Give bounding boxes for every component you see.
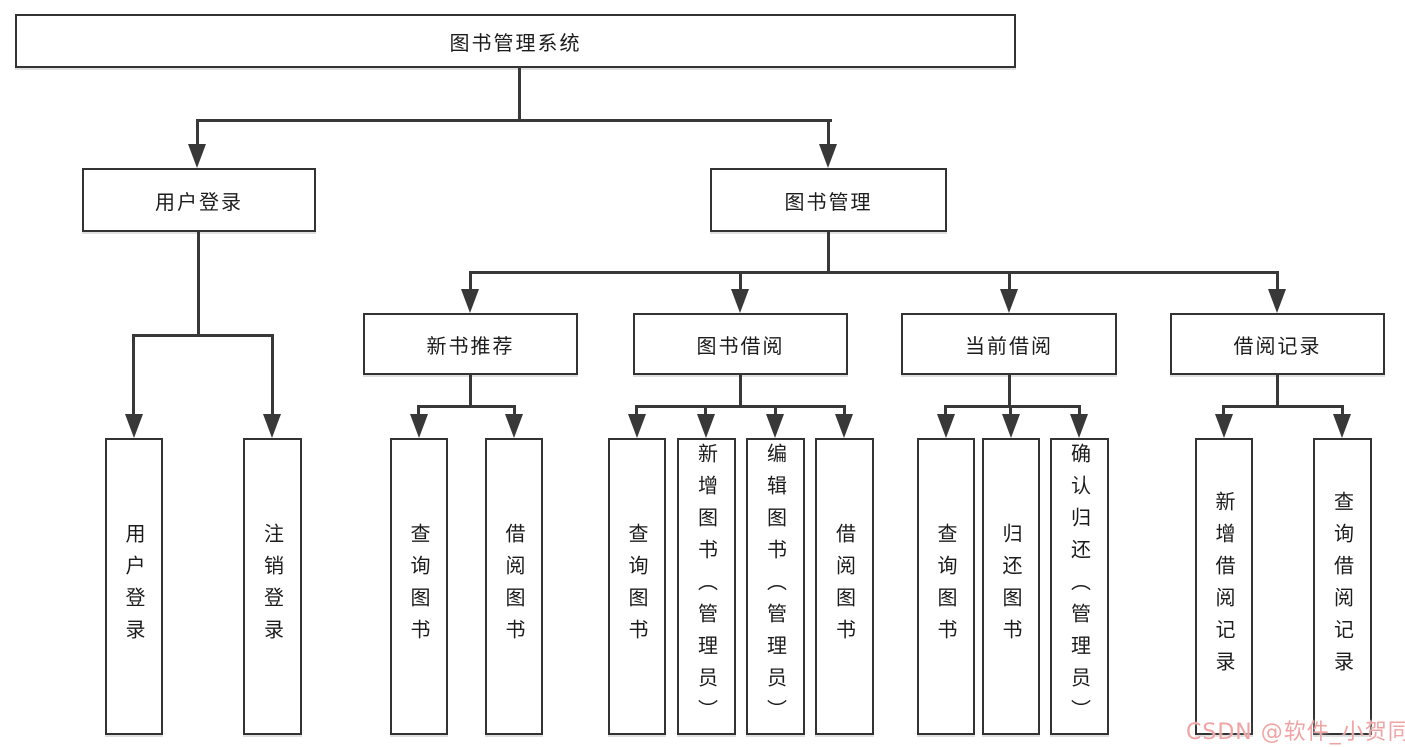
connector-current-stem xyxy=(1008,375,1011,408)
arrowhead-br-leaf4-icon xyxy=(835,414,853,438)
arrowhead-ul-leaf2-icon xyxy=(263,414,281,438)
arrowhead-nb-leaf2-icon xyxy=(505,414,523,438)
node-new-book-recommend: 新书推荐 xyxy=(363,313,578,375)
leaf-nb-borrow-books-label: 借阅图书 xyxy=(502,522,526,651)
connector-re-leaf1-drop xyxy=(1222,405,1225,418)
node-root-label: 图书管理系统 xyxy=(449,30,582,55)
leaf-cu-confirm-return-admin: 确认归还（管理员） xyxy=(1050,438,1109,735)
connector-records-stem xyxy=(1276,375,1279,408)
node-borrow-records-label: 借阅记录 xyxy=(1233,333,1322,358)
arrowhead-br-leaf1-icon xyxy=(628,414,646,438)
connector-re-leaf2-drop xyxy=(1341,405,1344,418)
leaf-br-edit-books-admin: 编辑图书（管理员） xyxy=(746,438,805,735)
connector-borrow-rail xyxy=(635,405,846,408)
leaf-br-borrow-books: 借阅图书 xyxy=(815,438,874,735)
connector-level3-rail xyxy=(469,271,1279,274)
leaf-re-query-record: 查询借阅记录 xyxy=(1313,438,1372,735)
connector-borrow-drop xyxy=(739,271,742,291)
arrowhead-cu-leaf3-icon xyxy=(1070,414,1088,438)
connector-userlogin-stem xyxy=(197,232,200,336)
arrowhead-ul-leaf1-icon xyxy=(125,414,143,438)
leaf-re-query-record-label: 查询借阅记录 xyxy=(1330,490,1355,683)
node-borrow-records: 借阅记录 xyxy=(1170,313,1385,375)
leaf-br-borrow-books-label: 借阅图书 xyxy=(832,522,857,651)
leaf-br-query-books-label: 查询图书 xyxy=(625,522,649,651)
arrowhead-cu-leaf2-icon xyxy=(1002,414,1020,438)
arrowhead-cu-leaf1-icon xyxy=(937,414,955,438)
leaf-re-add-record-label: 新增借阅记录 xyxy=(1212,490,1236,683)
node-book-management-label: 图书管理 xyxy=(784,189,873,214)
leaf-br-add-books-admin-label: 新增图书（管理员） xyxy=(694,442,719,731)
node-user-login: 用户登录 xyxy=(82,168,316,232)
connector-newbooks-drop xyxy=(469,271,472,291)
leaf-logout: 注销登录 xyxy=(243,438,302,735)
node-current-borrow-label: 当前借阅 xyxy=(965,333,1053,358)
arrowhead-br-leaf3-icon xyxy=(766,414,784,438)
leaf-logout-label: 注销登录 xyxy=(260,522,285,651)
connector-br-leaf4-drop xyxy=(843,405,846,418)
node-new-book-recommend-label: 新书推荐 xyxy=(426,333,515,358)
connector-cu-leaf1-drop xyxy=(944,405,947,418)
leaf-nb-query-books-label: 查询图书 xyxy=(407,522,431,651)
connector-newbooks-rail xyxy=(417,405,516,408)
connector-current-drop xyxy=(1008,271,1011,291)
connector-userlogin-drop xyxy=(196,119,199,149)
connector-bookmgmt-drop xyxy=(827,119,830,149)
connector-newbooks-stem xyxy=(469,375,472,408)
leaf-nb-borrow-books: 借阅图书 xyxy=(485,438,543,735)
arrowhead-re-leaf1-icon xyxy=(1215,414,1233,438)
leaf-cu-return-books-label: 归还图书 xyxy=(999,522,1023,651)
connector-ul-leaf1-drop xyxy=(132,334,135,418)
leaf-re-add-record: 新增借阅记录 xyxy=(1195,438,1253,735)
connector-ul-leaf2-drop xyxy=(271,334,274,418)
leaf-cu-return-books: 归还图书 xyxy=(982,438,1040,735)
leaf-user-login: 用户登录 xyxy=(105,438,163,735)
arrowhead-newbooks-icon xyxy=(461,289,479,313)
connector-bookmgmt-stem xyxy=(827,232,830,274)
arrowhead-re-leaf2-icon xyxy=(1333,414,1351,438)
arrowhead-br-leaf2-icon xyxy=(697,414,715,438)
connector-br-leaf2-drop xyxy=(704,405,707,418)
leaf-cu-query-books-label: 查询图书 xyxy=(934,522,958,651)
node-book-borrow: 图书借阅 xyxy=(633,313,848,375)
connector-records-drop xyxy=(1276,271,1279,291)
leaf-cu-query-books: 查询图书 xyxy=(917,438,975,735)
node-book-borrow-label: 图书借阅 xyxy=(696,333,785,358)
connector-records-rail xyxy=(1222,405,1344,408)
connector-nb-leaf2-drop xyxy=(513,405,516,418)
connector-nb-leaf1-drop xyxy=(417,405,420,418)
arrowhead-current-icon xyxy=(1000,289,1018,313)
connector-level2-rail xyxy=(196,119,832,122)
csdn-watermark: CSDN @软件_小贺同学 xyxy=(1186,720,1405,745)
arrowhead-borrow-icon xyxy=(731,289,749,313)
connector-br-leaf3-drop xyxy=(774,405,777,418)
connector-cu-leaf2-drop xyxy=(1009,405,1012,418)
leaf-nb-query-books: 查询图书 xyxy=(390,438,448,735)
connector-borrow-stem xyxy=(739,375,742,408)
leaf-br-edit-books-admin-label: 编辑图书（管理员） xyxy=(763,442,788,731)
arrowhead-userlogin-icon xyxy=(188,144,206,168)
node-book-management: 图书管理 xyxy=(710,168,947,232)
leaf-cu-confirm-return-admin-label: 确认归还（管理员） xyxy=(1067,442,1092,731)
node-user-login-label: 用户登录 xyxy=(155,189,243,214)
arrowhead-nb-leaf1-icon xyxy=(410,414,428,438)
node-current-borrow: 当前借阅 xyxy=(901,313,1117,375)
connector-cu-leaf3-drop xyxy=(1078,405,1081,418)
leaf-user-login-label: 用户登录 xyxy=(122,522,146,651)
connector-userlogin-rail xyxy=(132,334,274,337)
leaf-br-query-books: 查询图书 xyxy=(608,438,666,735)
node-root: 图书管理系统 xyxy=(15,14,1016,68)
leaf-br-add-books-admin: 新增图书（管理员） xyxy=(677,438,736,735)
arrowhead-records-icon xyxy=(1268,289,1286,313)
connector-br-leaf1-drop xyxy=(635,405,638,418)
connector-current-rail xyxy=(944,405,1081,408)
connector-root-stem xyxy=(518,66,521,121)
arrowhead-bookmgmt-icon xyxy=(819,144,837,168)
